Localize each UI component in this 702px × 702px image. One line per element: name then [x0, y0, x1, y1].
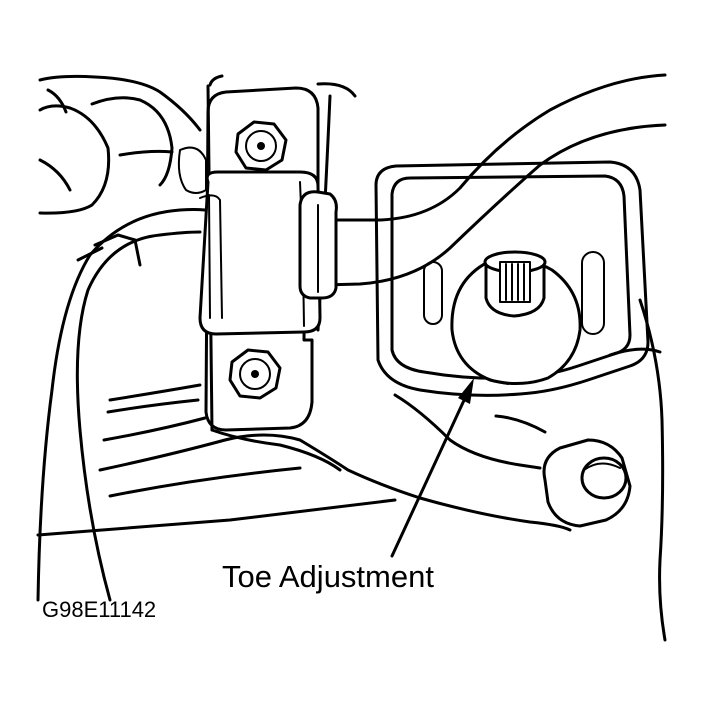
lower-right-nut: [542, 438, 632, 528]
figure-code-label: G98E11142: [42, 597, 157, 622]
callout-arrow: [390, 378, 474, 558]
stabilizer-bar-right: [316, 73, 667, 287]
upper-clamp-nut: [234, 120, 288, 172]
lower-clamp-nut: [228, 348, 282, 400]
stabilizer-bar: [36, 208, 207, 602]
stabilizer-bushing-clamp: [177, 146, 338, 336]
cam-spline-teeth: [505, 263, 525, 301]
toe-adjustment-label: Toe Adjustment: [222, 559, 434, 594]
upper-frame-outline: [38, 74, 202, 267]
toe-adjustment-cam: [450, 250, 582, 385]
lower-frame: [36, 298, 667, 642]
